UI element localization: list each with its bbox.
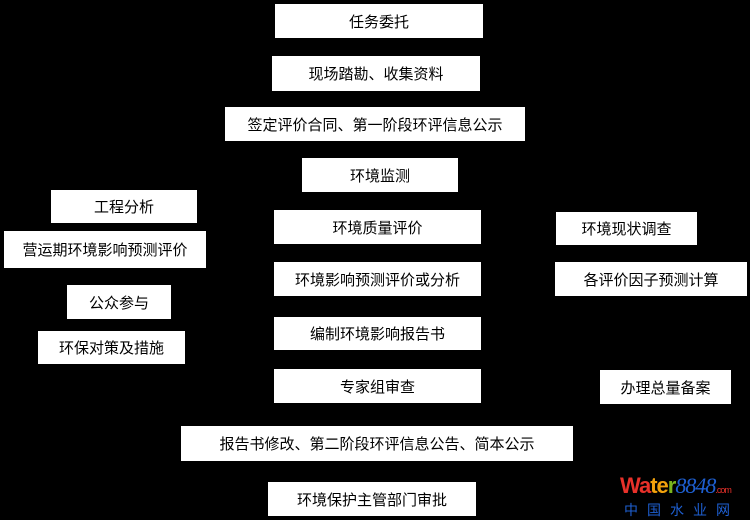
watermark-logo: Water8848.com 中国水业网: [620, 473, 745, 520]
node-operation: 营运期环境影响预测评价: [4, 231, 206, 268]
node-review: 专家组审查: [274, 369, 481, 403]
node-quality: 环境质量评价: [274, 210, 481, 244]
node-monitor: 环境监测: [302, 158, 458, 192]
wm-num: 8848: [675, 473, 716, 498]
wm-com: .com: [715, 485, 731, 495]
node-public: 公众参与: [67, 285, 171, 319]
node-task: 任务委托: [275, 4, 483, 38]
wm-c: r: [667, 473, 677, 498]
wm-cn: 中国水业网: [624, 503, 739, 519]
wm-b: te: [650, 473, 669, 498]
node-predict: 环境影响预测评价或分析: [274, 262, 481, 296]
node-status: 环境现状调查: [556, 212, 697, 245]
node-measures: 环保对策及措施: [38, 331, 185, 364]
node-compile: 编制环境影响报告书: [274, 317, 481, 350]
node-factors: 各评价因子预测计算: [555, 262, 747, 296]
node-revise: 报告书修改、第二阶段环评信息公告、简本公示: [181, 426, 573, 461]
wm-a: Wa: [620, 473, 651, 498]
node-survey: 现场踏勘、收集资料: [272, 56, 480, 91]
node-approve: 环境保护主管部门审批: [268, 482, 476, 516]
node-engineering: 工程分析: [51, 190, 197, 223]
node-contract: 签定评价合同、第一阶段环评信息公示: [225, 107, 525, 141]
node-total: 办理总量备案: [600, 370, 731, 404]
